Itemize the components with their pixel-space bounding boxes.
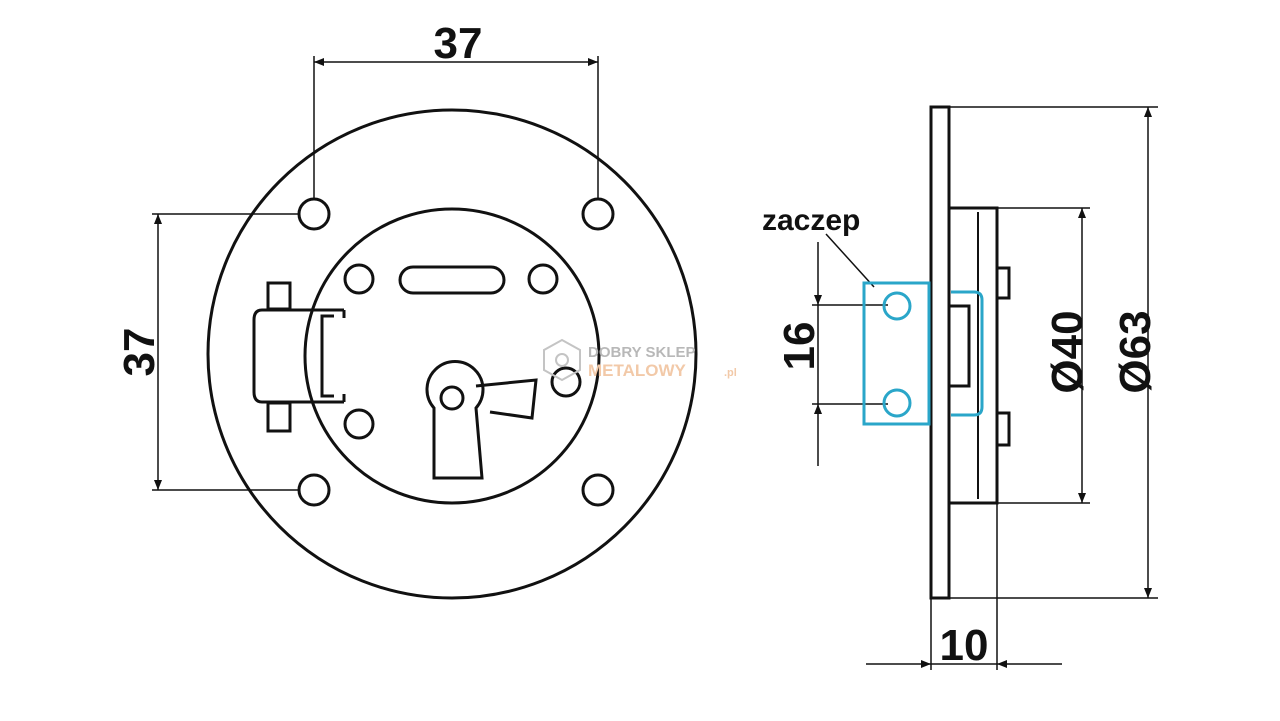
latch-guide-top [266, 281, 292, 311]
dim-d63-label: Ø63 [1111, 310, 1160, 393]
strike-plate-hole [882, 388, 912, 418]
body-hole [343, 263, 375, 295]
dim-10-label: 10 [940, 621, 989, 670]
side-view [812, 105, 1158, 670]
latch-bolt-inner [320, 314, 334, 398]
body-hole [343, 408, 375, 440]
latch-guide-bottom [266, 401, 292, 433]
watermark-line2: METALOWY [588, 361, 687, 380]
watermark-logo-dot [555, 353, 569, 367]
strike-plate-hole [882, 291, 912, 321]
slot [398, 265, 506, 295]
body-hole [550, 366, 582, 398]
side-latch-slot [947, 304, 971, 388]
strike-plate-highlight [862, 281, 984, 426]
mounting-hole [581, 473, 615, 507]
dim-height-label: 37 [115, 328, 164, 377]
outer-plate [206, 108, 698, 600]
keyhole [425, 359, 485, 480]
mounting-hole [297, 197, 331, 231]
dim-d40-label: Ø40 [1043, 310, 1092, 393]
mounting-hole [581, 197, 615, 231]
watermark-suffix: .pl [724, 367, 737, 379]
mounting-hole [297, 473, 331, 507]
inner-body [303, 207, 601, 505]
side-plate [929, 105, 951, 600]
side-tab [995, 266, 1011, 300]
lever [475, 378, 538, 420]
dim-16-label: 16 [775, 322, 824, 371]
dim-width-label: 37 [434, 19, 483, 68]
strike-hook [951, 290, 984, 417]
watermark-line1: DOBRY SKLEP [588, 344, 696, 361]
side-body [947, 206, 999, 505]
zaczep-label: zaczep [762, 204, 860, 237]
front-view [152, 56, 698, 600]
zaczep-leader [825, 233, 875, 288]
watermark: DOBRY SKLEP METALOWY .pl [543, 338, 737, 382]
latch-bolt [252, 308, 344, 404]
keyhole-pin [439, 385, 465, 411]
strike-plate [862, 281, 931, 426]
watermark-logo-icon [543, 338, 581, 382]
body-hole [527, 263, 559, 295]
side-tab [995, 411, 1011, 447]
